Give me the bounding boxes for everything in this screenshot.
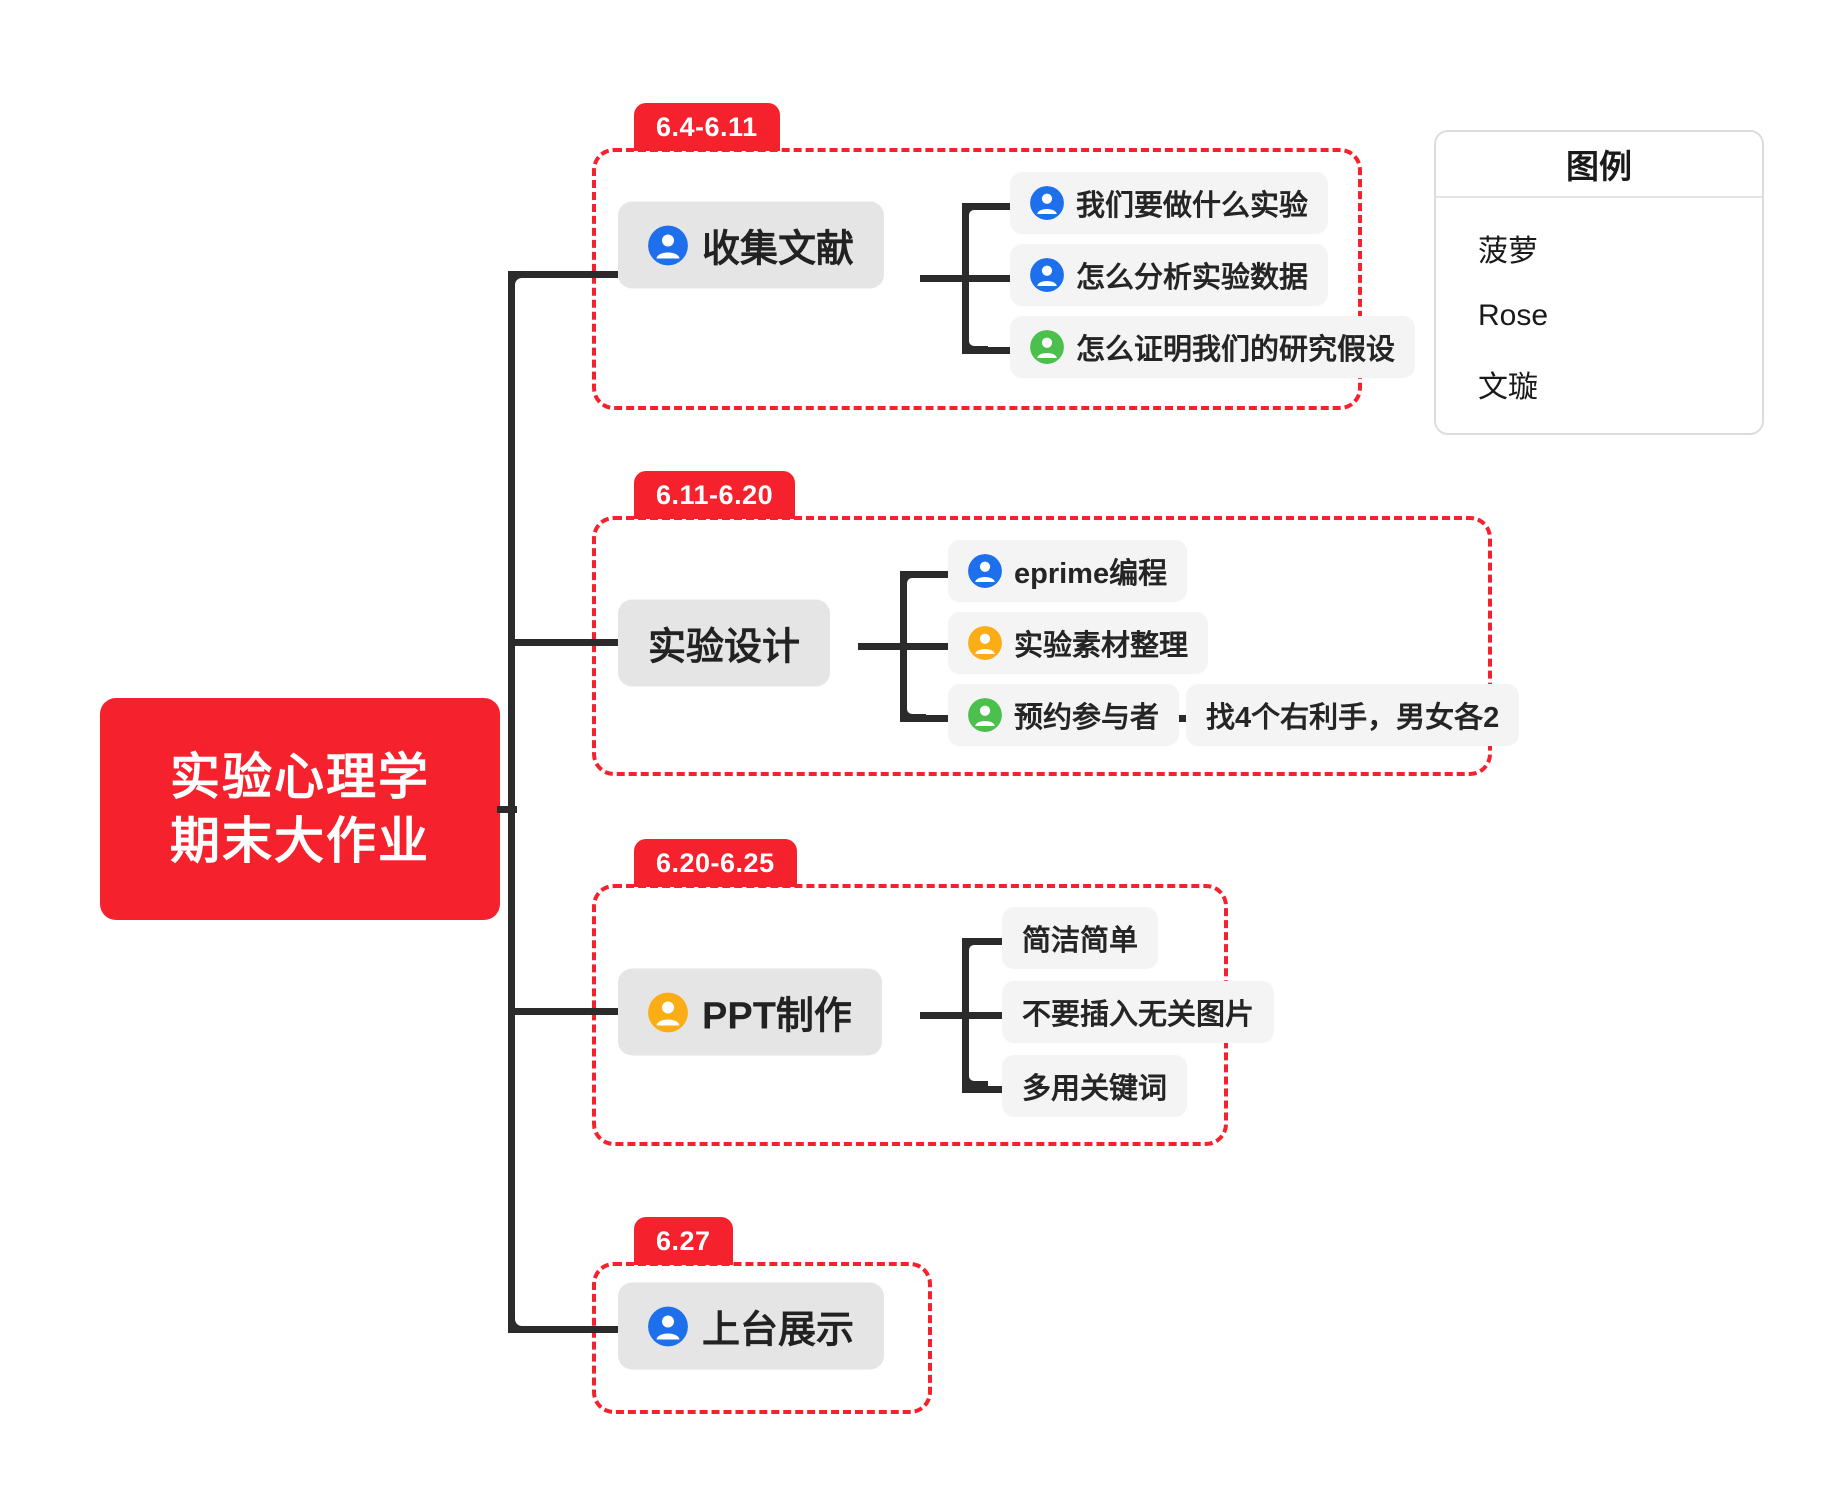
branch-2-child-3-note[interactable]: 找4个右利手，男女各2 [1186, 684, 1520, 746]
b1-child-stub-2 [962, 275, 1010, 282]
legend-body: 菠萝 Rose 文璇 [1436, 198, 1762, 418]
branch-title-text-3: PPT制作 [702, 995, 852, 1038]
branch-group-2 [592, 516, 1492, 776]
branch-title-text-2: 实验设计 [648, 626, 801, 669]
legend-item: 菠萝 [1478, 214, 1762, 282]
avatar-blue-icon [968, 554, 1002, 588]
date-tag-4: 6.27 [634, 1217, 733, 1265]
branch-2-child-3[interactable]: 预约参与者 [948, 684, 1180, 746]
spine-vertical-line [508, 271, 515, 1333]
branch-stub-1 [508, 271, 618, 278]
b3-corner-top [962, 938, 988, 964]
branch-3-child-2-label: 不要插入无关图片 [1022, 999, 1255, 1031]
legend-title: 图例 [1436, 132, 1762, 198]
legend-panel: 图例 菠萝 Rose [1434, 130, 1764, 435]
branch-3-child-1-label: 简洁简单 [1022, 925, 1139, 957]
b2-child-stub-2 [900, 643, 948, 650]
b3-parent-stub [920, 1012, 968, 1019]
branch-3-child-3[interactable]: 多用关键词 [1002, 1055, 1188, 1117]
date-tag-3: 6.20-6.25 [634, 839, 797, 887]
date-tag-2: 6.11-6.20 [634, 471, 796, 519]
branch-1-child-1-label: 我们要做什么实验 [1076, 190, 1309, 222]
root-node[interactable]: 实验心理学 期末大作业 [100, 698, 500, 920]
branch-stub-3 [508, 1008, 618, 1015]
avatar-blue-icon [648, 225, 688, 265]
branch-title-1[interactable]: 收集文献 [618, 201, 885, 289]
branch-title-text-1: 收集文献 [702, 228, 855, 271]
branch-1-child-2-label: 怎么分析实验数据 [1076, 262, 1309, 294]
b1-parent-stub [920, 275, 968, 282]
legend-item-label: Rose [1478, 299, 1549, 332]
branch-3-child-2[interactable]: 不要插入无关图片 [1002, 981, 1275, 1043]
branch-3-child-1[interactable]: 简洁简单 [1002, 907, 1159, 969]
b3-child-stub-2 [962, 1012, 1002, 1019]
branch-1-child-2[interactable]: 怎么分析实验数据 [1010, 244, 1329, 306]
avatar-green-icon [1030, 330, 1064, 364]
branch-3-child-3-label: 多用关键词 [1022, 1073, 1168, 1105]
legend-item: 文璇 [1478, 350, 1762, 418]
branch-1-child-1[interactable]: 我们要做什么实验 [1010, 172, 1329, 234]
legend-item-label: 文璇 [1478, 371, 1538, 404]
avatar-blue-icon [648, 1306, 688, 1346]
spine-corner-top [508, 271, 538, 301]
b1-corner-bottom [962, 327, 988, 353]
b1-corner-top [962, 203, 988, 229]
branch-2-child-2[interactable]: 实验素材整理 [948, 612, 1209, 674]
avatar-blue-icon [1030, 186, 1064, 220]
spine-corner-bottom [508, 1303, 538, 1333]
branch-stub-4 [508, 1326, 618, 1333]
branch-title-3[interactable]: PPT制作 [618, 968, 882, 1056]
branch-group-1 [592, 148, 1362, 410]
b3-child-stub-3 [962, 1086, 1002, 1093]
branch-title-4[interactable]: 上台展示 [618, 1282, 885, 1370]
branch-2-child-1-label: eprime编程 [1014, 558, 1168, 590]
branch-title-text-4: 上台展示 [702, 1309, 855, 1352]
avatar-orange-icon [648, 992, 688, 1032]
branch-stub-2 [508, 639, 618, 646]
b3-corner-bottom [962, 1062, 988, 1088]
branch-2-child-2-label: 实验素材整理 [1014, 630, 1189, 662]
legend-item-label: 菠萝 [1478, 235, 1538, 268]
branch-group-4 [592, 1262, 932, 1414]
root-title-line-1: 实验心理学 [170, 749, 430, 805]
avatar-green-icon [968, 698, 1002, 732]
branch-title-2[interactable]: 实验设计 [618, 599, 831, 687]
branch-2-child-1[interactable]: eprime编程 [948, 540, 1188, 602]
branch-2-child-3-note-label: 找4个右利手，男女各2 [1206, 702, 1500, 734]
b2-corner-top [900, 571, 926, 597]
branch-2-child-3-label: 预约参与者 [1014, 702, 1160, 734]
root-connector-line [497, 806, 517, 813]
legend-item: Rose [1478, 282, 1762, 350]
root-title-line-2: 期末大作业 [170, 813, 430, 869]
b2-corner-bottom [900, 695, 926, 721]
b2-parent-stub [858, 643, 906, 650]
branch-1-child-3-label: 怎么证明我们的研究假设 [1076, 334, 1396, 366]
date-tag-1: 6.4-6.11 [634, 103, 780, 151]
branch-1-child-3[interactable]: 怎么证明我们的研究假设 [1010, 316, 1416, 378]
avatar-orange-icon [968, 626, 1002, 660]
avatar-blue-icon [1030, 258, 1064, 292]
